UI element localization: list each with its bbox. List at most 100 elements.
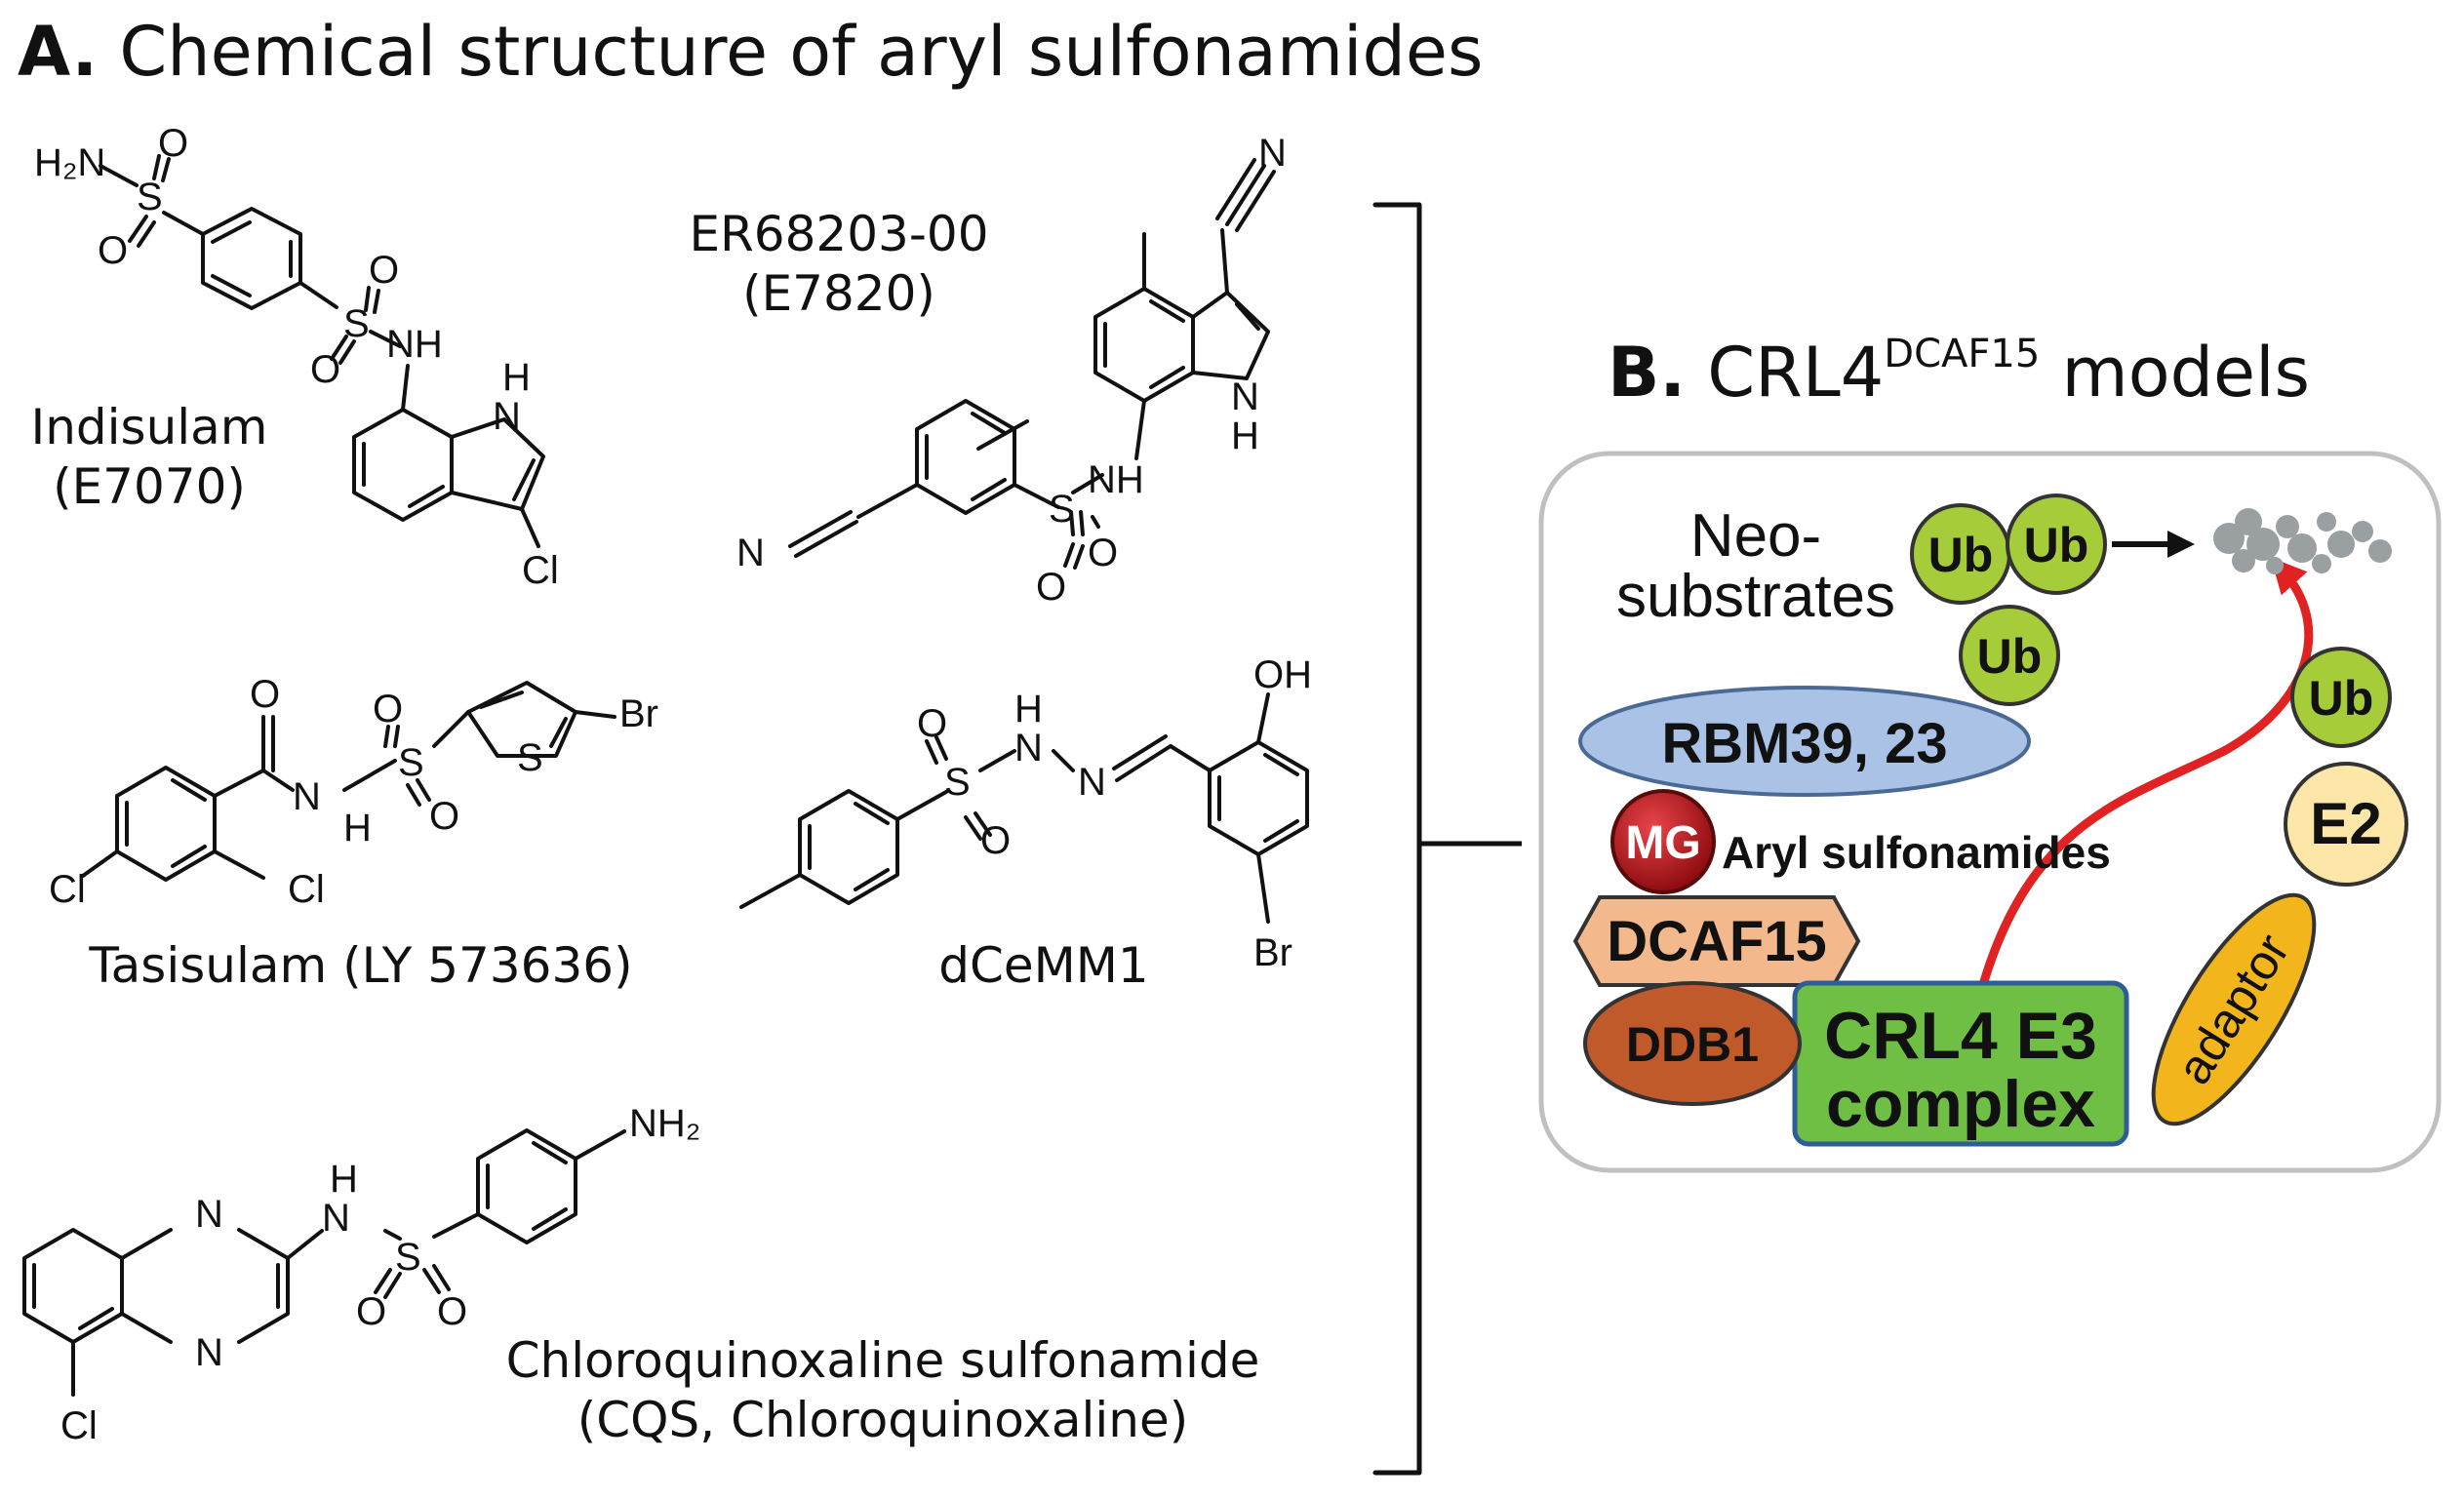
aryl-label: Aryl sulfonamides (1722, 827, 2111, 878)
cqs-n3: N (322, 1197, 350, 1240)
panel-a-title-text: Chemical structure of aryl sulfonamides (119, 12, 1484, 92)
ddb1-label: DDB1 (1626, 1017, 1759, 1072)
indisulam-s1: S (137, 176, 163, 218)
panel-a-title: A. Chemical structure of aryl sulfonamid… (18, 12, 1483, 92)
er68203-structure (788, 158, 1276, 570)
cqs-code: (CQS, Chloroquinoxaline) (576, 1392, 1189, 1448)
indisulam-h: H (502, 356, 531, 399)
crl4-line2: complex (1826, 1067, 2095, 1141)
indisulam-o3: O (369, 249, 399, 292)
rbm39-label: RBM39, 23 (1661, 712, 1947, 775)
mg-circle (1610, 789, 1716, 894)
dcaf15-label: DCAF15 (1607, 910, 1827, 973)
dce-n2: N (1078, 761, 1106, 804)
mg-label: MG (1625, 817, 1700, 869)
indisulam-s2: S (343, 302, 370, 345)
adaptor-ellipse (2151, 892, 2317, 1126)
tas-o3: O (429, 795, 459, 838)
atom-labels: H₂N S O O S O O NH H N Cl N N H NH S O O… (34, 122, 1312, 1447)
rbm39-oval (1578, 686, 2031, 797)
cqs-nh2: NH₂ (629, 1102, 700, 1145)
cqs-h: H (330, 1158, 358, 1201)
indisulam-o1: O (158, 122, 188, 165)
indisulam-nh: NH (386, 323, 443, 366)
indisulam-h2n: H₂N (34, 141, 105, 184)
ub-label-3: Ub (2024, 518, 2089, 572)
cqs-name: Chloroquinoxaline sulfonamide (505, 1332, 1260, 1389)
cqs-s: S (395, 1236, 421, 1279)
tas-s2: S (517, 736, 543, 779)
dcemm1-structure (739, 692, 1309, 924)
tas-o2: O (373, 688, 403, 730)
er-o2: O (1036, 566, 1066, 609)
dcemm1-label: dCeMM1 (907, 936, 1180, 996)
er-n-nitrile: N (736, 532, 765, 574)
indisulam-structure (99, 154, 545, 548)
er68203-label: ER68203-00 (E7820) (683, 205, 995, 324)
indisulam-label: Indisulam (E7070) (18, 398, 281, 517)
bracket (1372, 202, 1422, 1476)
ddb1-ellipse (1583, 981, 1802, 1106)
cqs-label: Chloroquinoxaline sulfonamide (CQS, Chlo… (454, 1331, 1312, 1450)
dce-n1: N (1014, 727, 1043, 770)
e2-label: E2 (2310, 791, 2381, 856)
tas-cl2: Cl (288, 868, 325, 911)
er68203-name: ER68203-00 (689, 206, 989, 262)
cqs-n1: N (195, 1193, 223, 1236)
er-n-top: N (1258, 132, 1287, 175)
er68203-code: (E7820) (742, 265, 935, 322)
cqs-o2: O (437, 1290, 467, 1333)
cqs-cl: Cl (60, 1404, 98, 1447)
tasisulam-structure (81, 681, 616, 882)
dcemm1-name: dCeMM1 (938, 937, 1149, 994)
dce-br: Br (1253, 931, 1292, 974)
degraded-fragments (2213, 508, 2392, 574)
ub-label-4: Ub (2309, 671, 2374, 726)
tasisulam-label: Tasisulam (LY 573636) (59, 936, 663, 996)
cqs-n2: N (195, 1331, 223, 1374)
indisulam-o2: O (98, 229, 128, 272)
tas-cl1: Cl (49, 868, 86, 911)
ub-chain: Ub Ub Ub Ub (1910, 493, 2392, 748)
tas-br: Br (619, 692, 658, 735)
degradation-arrowhead (2167, 531, 2195, 558)
panel-b-title-text: CRL4 (1707, 333, 1885, 413)
panel-b-letter: B. (1608, 333, 1686, 413)
panel-b-title-sup: DCAF15 (1884, 332, 2041, 376)
ub-label-1: Ub (1977, 629, 2043, 684)
panel-b-title: B. CRL4DCAF15 models (1608, 332, 2310, 413)
chemical-structures: H₂N S O O S O O NH H N Cl N N H NH S O O… (22, 122, 1522, 1476)
er-n-indole: N (1231, 375, 1259, 418)
tas-o1: O (250, 673, 280, 716)
er-h-indole: H (1231, 414, 1259, 457)
panel-b-title-suffix: models (2061, 333, 2310, 413)
indisulam-name: Indisulam (30, 399, 268, 455)
neo-line1: Neo- (1690, 502, 1821, 570)
tas-s1: S (398, 741, 424, 784)
tasisulam-name: Tasisulam (LY 573636) (89, 937, 633, 994)
dce-o2: O (980, 819, 1011, 862)
tas-h: H (343, 807, 372, 849)
dce-oh: OH (1253, 653, 1312, 696)
ub-circle-4 (2290, 647, 2392, 748)
neo-line2: substrates (1616, 563, 1895, 630)
panel-a-letter: A. (18, 12, 99, 92)
indisulam-cl: Cl (522, 549, 559, 592)
dce-o1: O (917, 702, 947, 745)
er-o1: O (1088, 532, 1118, 574)
dce-h: H (1014, 688, 1043, 730)
er-s: S (1049, 488, 1075, 531)
indisulam-n: N (493, 395, 521, 438)
e2-circle (2284, 762, 2408, 887)
cqs-structure (22, 1128, 626, 1397)
ubiquitin-transfer-arrow (1975, 557, 2314, 997)
er-nh: NH (1088, 458, 1144, 501)
dce-s: S (944, 761, 971, 804)
indisulam-code: (E7070) (53, 458, 246, 515)
crl4-model-diagram: Neo- substrates RBM39, 23 Ub Ub Ub Ub MG… (1538, 451, 2442, 1173)
crl4-line1: CRL4 E3 (1824, 999, 2097, 1073)
tas-n: N (293, 775, 321, 818)
cqs-o1: O (356, 1290, 386, 1333)
ub-label-2: Ub (1928, 528, 1994, 582)
ub-circle-1 (1959, 605, 2060, 706)
